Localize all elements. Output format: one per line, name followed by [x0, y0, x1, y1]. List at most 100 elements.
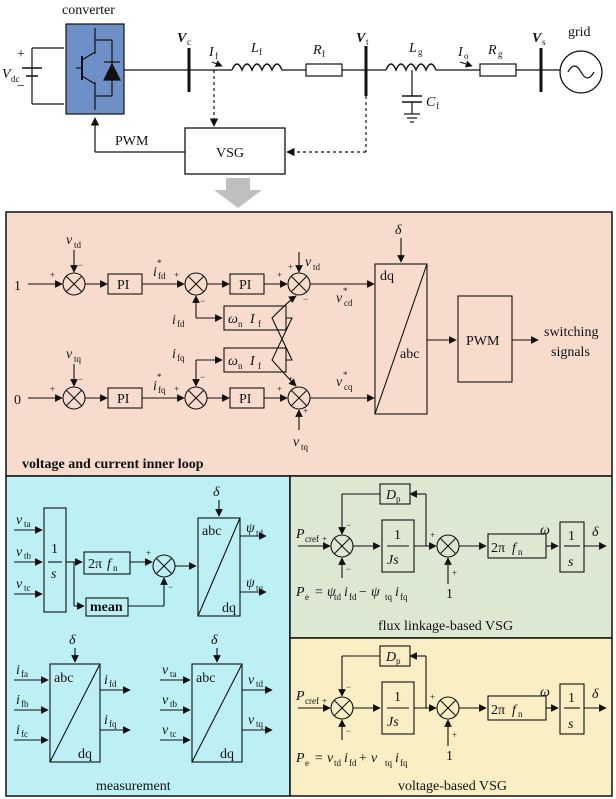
mean-block: mean	[90, 600, 123, 615]
pwm-label: PWM	[115, 134, 149, 149]
lf-label: L	[250, 41, 259, 56]
delta-inner: δ	[395, 223, 402, 238]
rf-sub: f	[322, 49, 325, 59]
voltage-vsg-labels: P cref + − − D p 1 Js + + 1 2π f n ω 1 s…	[295, 650, 599, 794]
vtd-ff-sub: td	[313, 262, 321, 272]
down-arrow-icon	[214, 178, 262, 208]
ifq-star-label: i	[153, 379, 157, 394]
sum3-minus: −	[303, 294, 308, 304]
sum5-plus: +	[174, 384, 179, 394]
vc-sub: c	[187, 37, 191, 47]
vtq-ff-label: v	[293, 435, 300, 450]
abc-meas-2: abc	[54, 671, 73, 686]
abc-meas-3: abc	[196, 671, 215, 686]
psi-td-sub: td	[256, 528, 264, 538]
vsg-label: VSG	[216, 146, 244, 161]
flux-eq-pe: P	[295, 585, 305, 600]
sum3-plus-top: +	[288, 262, 293, 272]
lf-sub: f	[259, 47, 262, 57]
fn-label: f	[107, 557, 113, 572]
twopi-label: 2π	[88, 557, 102, 572]
vs-label: V	[532, 31, 543, 46]
psi-tq-label: ψ	[246, 576, 255, 591]
volt-fn: f	[512, 703, 518, 718]
vcq-label: v	[336, 375, 343, 390]
flux-one-input: 1	[446, 587, 453, 602]
volt-dp-label: D	[385, 650, 396, 665]
vta-label: v	[16, 513, 23, 528]
volt-inertia-js: Js	[387, 715, 399, 730]
vtd-meas-sub: td	[256, 679, 264, 689]
ifq-meas-sub: fq	[109, 719, 117, 729]
if-sub-1: f	[258, 319, 261, 329]
flux-int-s: s	[568, 555, 574, 570]
volt-sum1-minus-top: −	[346, 682, 351, 692]
flux-sum2-plus-bottom: +	[452, 568, 457, 578]
vdc-minus: −	[17, 79, 25, 94]
ifd-meas-label: i	[104, 673, 108, 688]
lg-label: L	[408, 41, 417, 56]
integrator-s: s	[51, 567, 57, 582]
if-sub-2: f	[258, 361, 261, 371]
flux-fn-sub: n	[518, 547, 523, 557]
flux-inertia-one: 1	[394, 528, 401, 543]
vcd-label: v	[336, 291, 343, 306]
ifq-star-sub: fq	[158, 385, 166, 395]
ifd-star-label: i	[153, 265, 157, 280]
pwm-block-label: PWM	[466, 334, 500, 349]
if-label-1: I	[249, 312, 256, 327]
volt-int-one: 1	[568, 691, 575, 706]
delta-meas-1: δ	[213, 485, 220, 500]
pi-block-1: PI	[117, 278, 130, 293]
vcd-star: *	[343, 286, 348, 296]
vtc2-label: v	[162, 723, 169, 738]
volt-eq-pe: P	[295, 751, 305, 766]
volt-pcref-label: P	[295, 689, 305, 704]
integrator-one: 1	[51, 542, 58, 557]
sum5-minus: −	[200, 372, 205, 382]
vtc2-sub: tc	[170, 729, 177, 739]
flux-sum1-minus-top: −	[346, 520, 351, 530]
volt-eq-v2: + v	[358, 751, 378, 766]
pi-block-2: PI	[239, 278, 252, 293]
ifd-meas-sub: fd	[109, 679, 117, 689]
sum3-plus: +	[277, 270, 282, 280]
flux-eq-psi2: − ψ	[358, 585, 380, 600]
flux-sum2-plus: +	[430, 530, 435, 540]
measurement-title: measurement	[96, 779, 171, 794]
volt-sum1-plus: +	[322, 696, 327, 706]
vtb-sub: tb	[24, 551, 32, 561]
ifd-sub: fd	[177, 319, 185, 329]
sum2-minus: −	[200, 296, 205, 306]
volt-sum1-minus-bottom: −	[346, 726, 351, 736]
volt-fn-sub: n	[518, 709, 523, 719]
vtq-ref-sub: tq	[74, 354, 82, 364]
flux-vsg-labels: P cref + − − D p 1 Js + + 1 2π f n ω 1 s…	[295, 488, 599, 634]
vtb-label: v	[16, 545, 23, 560]
voltage-vsg-title: voltage-based VSG	[398, 779, 507, 794]
volt-eq-fd: fd	[349, 758, 357, 768]
flux-dp-sub: p	[396, 494, 401, 504]
vta-sub: ta	[24, 519, 31, 529]
sum4-plus: +	[50, 384, 55, 394]
ref-q: 0	[14, 393, 21, 408]
sum6-plus-top: +	[288, 374, 293, 384]
omega-label-2: ω	[228, 354, 238, 369]
psi-td-label: ψ	[246, 521, 255, 536]
ifc-sub: fc	[21, 729, 28, 739]
rg-resistor	[479, 63, 517, 77]
io-label: I	[457, 45, 464, 60]
volt-eq-i2: i	[395, 751, 399, 766]
pi-block-3: PI	[117, 392, 130, 407]
igbt-symbol	[76, 28, 121, 110]
power-circuit: + − V dc converter V c I f	[2, 3, 603, 175]
flux-eq-fq: fq	[400, 592, 408, 602]
flux-sum1-plus: +	[322, 534, 327, 544]
volt-inertia-one: 1	[394, 690, 401, 705]
volt-sum2-plus-bottom: +	[452, 730, 457, 740]
sum6-plus: +	[277, 384, 282, 394]
vt-label: V	[356, 31, 367, 46]
vcq-star: *	[343, 370, 348, 380]
flux-eq-pe-sub: e	[305, 592, 309, 602]
